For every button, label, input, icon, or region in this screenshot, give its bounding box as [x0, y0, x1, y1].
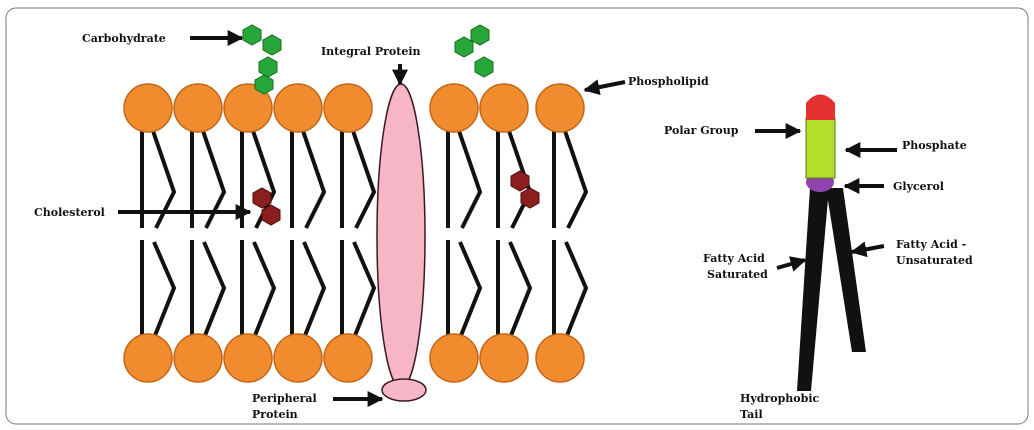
label-fatty-acid-saturated-line2: Saturated: [707, 268, 768, 281]
label-hydrophobic-tail-line1: Hydrophobic: [740, 392, 820, 405]
upper-phospholipid-head: [124, 84, 172, 132]
upper-tail-kinked: [458, 128, 480, 228]
label-peripheral-protein-line2: Protein: [252, 408, 298, 421]
lower-tail-kinked: [304, 242, 324, 338]
label-fatty-acid-unsaturated-line1: Fatty Acid -: [896, 238, 966, 251]
upper-tail-kinked: [564, 128, 586, 228]
lower-phospholipid-head: [480, 334, 528, 382]
unsaturated-fatty-acid-tail: [826, 188, 866, 352]
label-phospholipid: Phospholipid: [628, 75, 709, 88]
saturated-fatty-acid-tail: [797, 188, 829, 391]
lower-phospholipid-head: [224, 334, 272, 382]
phospholipid-molecule: [797, 95, 866, 392]
arrow-fatty-acid-unsaturated: [852, 246, 884, 252]
label-hydrophobic-tail-line2: Tail: [740, 408, 763, 421]
carbohydrate-chain-right: [455, 25, 493, 77]
polar-group: [806, 95, 835, 121]
peripheral-protein: [382, 379, 426, 401]
upper-phospholipid-head: [324, 84, 372, 132]
label-carbohydrate: Carbohydrate: [82, 32, 166, 45]
upper-phospholipid-head: [274, 84, 322, 132]
upper-leaflet-heads: [124, 84, 584, 132]
upper-phospholipid-head: [174, 84, 222, 132]
phosphate-group: [806, 118, 835, 178]
upper-tail-kinked: [302, 128, 324, 228]
lower-tail-kinked: [510, 242, 530, 338]
lower-tail-kinked: [154, 242, 174, 338]
label-fatty-acid-unsaturated-line2: Unsaturated: [896, 254, 973, 267]
label-polar-group: Polar Group: [664, 124, 739, 137]
upper-phospholipid-head: [480, 84, 528, 132]
lower-phospholipid-head: [174, 334, 222, 382]
lower-tail-kinked: [204, 242, 224, 338]
integral-protein: [377, 84, 425, 388]
upper-phospholipid-head: [536, 84, 584, 132]
cholesterol-molecule-right: [511, 171, 539, 208]
label-phosphate: Phosphate: [902, 139, 967, 152]
label-cholesterol: Cholesterol: [34, 206, 105, 219]
lower-phospholipid-head: [430, 334, 478, 382]
label-glycerol: Glycerol: [893, 180, 944, 193]
lower-leaflet-heads: [124, 334, 584, 382]
lower-phospholipid-head: [124, 334, 172, 382]
lower-phospholipid-head: [324, 334, 372, 382]
label-peripheral-protein-line1: Peripheral: [252, 392, 317, 405]
lower-tail-kinked: [566, 242, 586, 338]
lower-phospholipid-head: [536, 334, 584, 382]
lower-leaflet-tails: [142, 240, 586, 338]
lower-tail-kinked: [460, 242, 480, 338]
label-integral-protein: Integral Protein: [321, 45, 421, 58]
lower-tail-kinked: [254, 242, 274, 338]
upper-tail-kinked: [352, 128, 374, 228]
lower-tail-kinked: [354, 242, 374, 338]
arrow-phospholipid: [585, 82, 625, 90]
upper-phospholipid-head: [430, 84, 478, 132]
arrow-fatty-acid-saturated: [777, 260, 805, 268]
lower-phospholipid-head: [274, 334, 322, 382]
label-fatty-acid-saturated-line1: Fatty Acid: [703, 252, 765, 265]
